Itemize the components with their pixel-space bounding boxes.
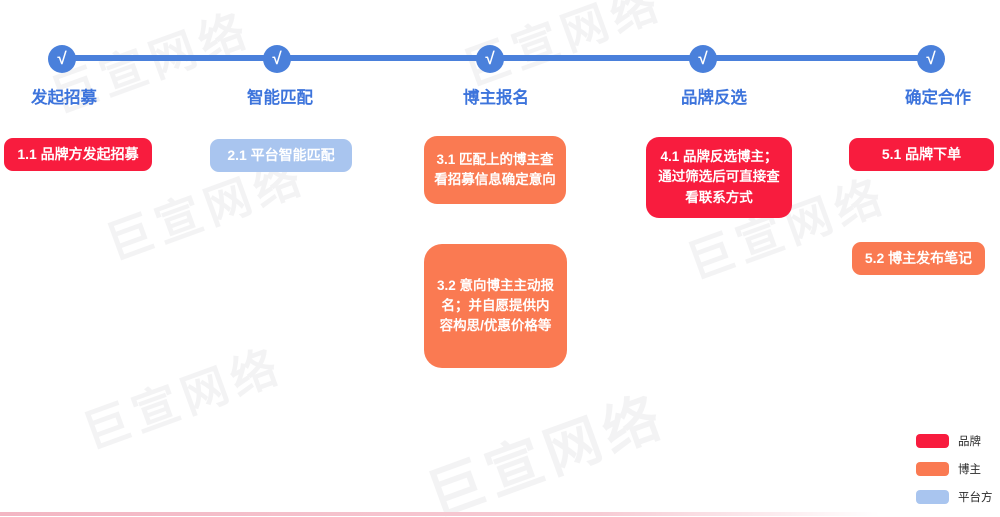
stage-label-smart-matching: 智能匹配 — [247, 89, 313, 107]
legend-label-blogger: 博主 — [958, 464, 981, 476]
stage-label-blogger-signup: 博主报名 — [463, 89, 529, 107]
legend: 品牌 博主 平台方 — [916, 433, 993, 505]
legend-item-brand: 品牌 — [916, 433, 993, 449]
legend-swatch-platform — [916, 490, 949, 504]
legend-swatch-brand — [916, 434, 949, 448]
timeline-node-4: √ — [689, 45, 717, 73]
stage-label-initiate-recruitment: 发起招募 — [31, 89, 97, 107]
legend-item-blogger: 博主 — [916, 461, 993, 477]
stage-label-confirm-cooperation: 确定合作 — [905, 89, 971, 107]
checkmark-icon: √ — [485, 49, 495, 68]
legend-label-platform: 平台方 — [958, 492, 993, 504]
step-box-5-1: 5.1 品牌下单 — [849, 138, 994, 171]
step-box-3-2: 3.2 意向博主主动报 名；并自愿提供内 容构思/优惠价格等 — [424, 244, 567, 368]
stage-label-brand-selection: 品牌反选 — [681, 89, 747, 107]
step-box-3-1: 3.1 匹配上的博主查 看招募信息确定意向 — [424, 136, 566, 204]
checkmark-icon: √ — [926, 49, 936, 68]
timeline-node-3: √ — [476, 45, 504, 73]
checkmark-icon: √ — [698, 49, 708, 68]
step-box-1-1: 1.1 品牌方发起招募 — [4, 138, 152, 171]
legend-swatch-blogger — [916, 462, 949, 476]
step-box-5-2: 5.2 博主发布笔记 — [852, 242, 985, 275]
step-box-4-1: 4.1 品牌反选博主； 通过筛选后可直接查 看联系方式 — [646, 137, 792, 218]
legend-item-platform: 平台方 — [916, 489, 993, 505]
watermark-text: 巨宣网络 — [419, 383, 674, 517]
timeline-node-2: √ — [263, 45, 291, 73]
legend-label-brand: 品牌 — [958, 436, 981, 448]
timeline-node-1: √ — [48, 45, 76, 73]
timeline-node-5: √ — [917, 45, 945, 73]
watermark-text: 巨宣网络 — [76, 338, 290, 459]
bottom-accent-line — [0, 512, 1000, 516]
checkmark-icon: √ — [57, 49, 67, 68]
step-box-2-1: 2.1 平台智能匹配 — [210, 139, 352, 172]
checkmark-icon: √ — [272, 49, 282, 68]
